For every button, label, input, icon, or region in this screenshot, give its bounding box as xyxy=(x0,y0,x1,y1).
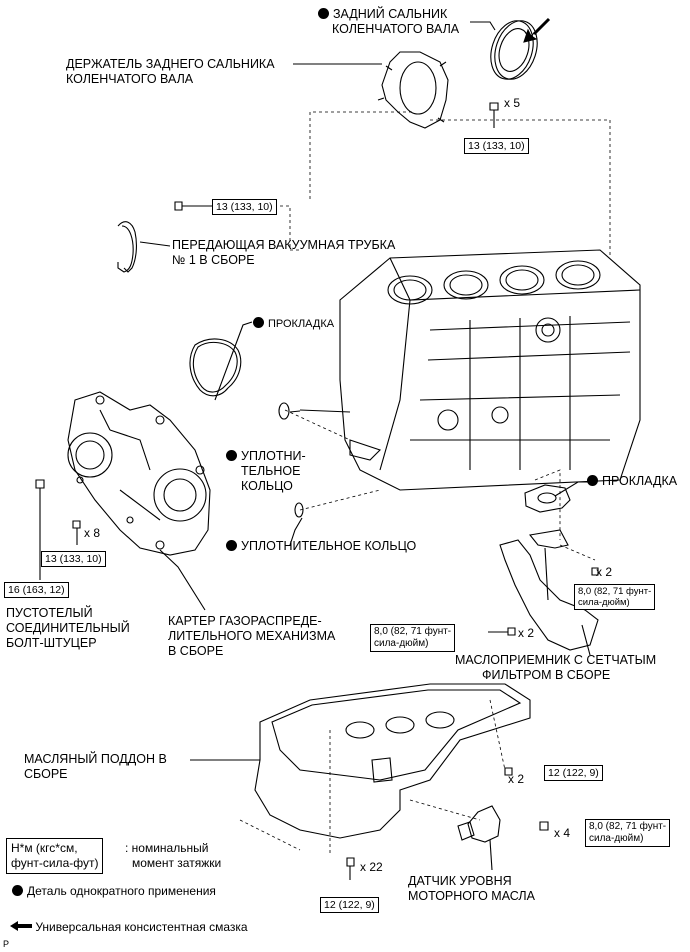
level-sensor-label: ДАТЧИК УРОВНЯ МОТОРНОГО МАСЛА xyxy=(408,874,535,904)
legend-torque-box: Н*м (кгс*см, фунт-сила-фут) xyxy=(6,838,104,874)
assembly-guide-lines xyxy=(196,111,611,855)
torque-box-8-a: 8,0 (82, 71 фунт- сила-дюйм) xyxy=(574,584,656,610)
torque-box-13-c: 13 (133, 10) xyxy=(41,551,106,567)
legend-torque-desc-line2: момент затяжки xyxy=(132,856,222,870)
torque-box-13-b: 13 (133, 10) xyxy=(212,199,277,215)
o-ring-upper xyxy=(278,402,290,420)
qty-x5: x 5 xyxy=(504,96,521,110)
torque-box-8-b: 8,0 (82, 71 фунт- сила-дюйм) xyxy=(370,624,456,652)
oil-pan-label: МАСЛЯНЫЙ ПОДДОН В СБОРЕ xyxy=(24,752,167,782)
non-reusable-dot-icon xyxy=(587,475,598,486)
non-reusable-dot-icon xyxy=(226,540,237,551)
union-bolt-label: ПУСТОТЕЛЫЙ СОЕДИНИТЕЛЬНЫЙ БОЛТ-ШТУЦЕР xyxy=(6,606,130,651)
legend-torque-line1: Н*м (кгс*см, xyxy=(11,841,78,855)
qty-x2-b: x 2 xyxy=(518,626,535,640)
union-bolt-line1: ПУСТОТЕЛЫЙ xyxy=(6,606,93,620)
timing-case-drawing xyxy=(67,391,211,556)
strainer-line2: ФИЛЬТРОМ В СБОРЕ xyxy=(482,668,611,682)
rear-oil-seal-line1: ЗАДНИЙ САЛЬНИК xyxy=(333,7,448,21)
timing-case-line2: ЛИТЕЛЬНОГО МЕХАНИЗМА xyxy=(168,629,336,643)
union-bolt-line2: СОЕДИНИТЕЛЬНЫЙ xyxy=(6,621,130,635)
seal-retainer-label: ДЕРЖАТЕЛЬ ЗАДНЕГО САЛЬНИКА КОЛЕНЧАТОГО В… xyxy=(66,57,275,87)
torque-8-c-line1: 8,0 (82, 71 фунт- xyxy=(589,821,667,832)
torque-box-13-a: 13 (133, 10) xyxy=(464,138,529,154)
rear-oil-seal-label: ЗАДНИЙ САЛЬНИК КОЛЕНЧАТОГО ВАЛА xyxy=(318,7,459,37)
o-ring-long-label: УПЛОТНИТЕЛЬНОЕ КОЛЬЦО xyxy=(226,539,416,554)
torque-8-b-line2: сила-дюйм) xyxy=(374,638,429,649)
timing-case-label: КАРТЕР ГАЗОРАСПРЕДЕ- ЛИТЕЛЬНОГО МЕХАНИЗМ… xyxy=(168,614,335,659)
torque-box-12-b: 12 (122, 9) xyxy=(320,897,379,913)
engine-block-drawing xyxy=(299,249,641,491)
gasket-top-label: ПРОКЛАДКА xyxy=(253,316,334,332)
torque-8-a-line2: сила-дюйм) xyxy=(578,597,630,608)
seal-retainer-line2: КОЛЕНЧАТОГО ВАЛА xyxy=(66,72,194,86)
non-reusable-dot-icon xyxy=(12,885,23,896)
torque-box-12-a: 12 (122, 9) xyxy=(544,765,603,781)
level-sensor-line1: ДАТЧИК УРОВНЯ xyxy=(408,874,512,888)
union-bolt-line3: БОЛТ-ШТУЦЕР xyxy=(6,636,97,650)
bolt-drawing xyxy=(489,102,499,128)
seal-retainer-drawing xyxy=(377,51,449,129)
gasket-top-text: ПРОКЛАДКА xyxy=(268,318,335,330)
seal-retainer-line1: ДЕРЖАТЕЛЬ ЗАДНЕГО САЛЬНИКА xyxy=(66,57,275,71)
legend-torque-desc: : номинальный момент затяжки xyxy=(125,841,221,871)
o-ring-lower xyxy=(294,502,304,518)
oil-pan-line1: МАСЛЯНЫЙ ПОДДОН В xyxy=(24,752,167,766)
qty-x8: x 8 xyxy=(84,526,101,540)
gasket-right-label: ПРОКЛАДКА xyxy=(587,474,677,489)
torque-8-a-line1: 8,0 (82, 71 фунт- xyxy=(578,586,652,597)
qty-x4: x 4 xyxy=(554,826,571,840)
vacuum-pipe-line2: № 1 В СБОРЕ xyxy=(172,253,255,267)
non-reusable-dot-icon xyxy=(253,317,264,328)
oil-pan-line2: СБОРЕ xyxy=(24,767,68,781)
oil-pan-drawing xyxy=(190,683,531,839)
level-sensor-line2: МОТОРНОГО МАСЛА xyxy=(408,889,535,903)
vacuum-pipe-drawing xyxy=(117,201,212,273)
rear-oil-seal-line2: КОЛЕНЧАТОГО ВАЛА xyxy=(332,22,460,36)
qty-x22: x 22 xyxy=(360,860,383,874)
qty-x2-c: x 2 xyxy=(508,772,525,786)
legend-grease: Универсальная консистентная смазка xyxy=(10,920,248,935)
legend-non-reusable-text: Деталь однократного применения xyxy=(27,884,216,898)
strainer-label: МАСЛОПРИЕМНИК С СЕТЧАТЫМ ФИЛЬТРОМ В СБОР… xyxy=(455,653,656,683)
timing-case-line1: КАРТЕР ГАЗОРАСПРЕДЕ- xyxy=(168,614,322,628)
oil-strainer-drawing xyxy=(488,529,599,656)
o-ring-long-text: УПЛОТНИТЕЛЬНОЕ КОЛЬЦО xyxy=(241,539,417,553)
strainer-line1: МАСЛОПРИЕМНИК С СЕТЧАТЫМ xyxy=(455,653,657,667)
torque-box-16: 16 (163, 12) xyxy=(4,582,69,598)
non-reusable-dot-icon xyxy=(226,450,237,461)
legend-torque-line2: фунт-сила-фут) xyxy=(11,856,99,870)
o-ring-line2: ТЕЛЬНОЕ xyxy=(241,464,301,478)
legend-torque-desc-line1: : номинальный xyxy=(125,841,209,855)
qty-x2-a: x 2 xyxy=(596,565,613,579)
legend-non-reusable: Деталь однократного применения xyxy=(12,884,216,899)
footer-mark: P xyxy=(3,939,10,949)
timing-case-line3: В СБОРЕ xyxy=(168,644,224,658)
vacuum-pipe-label: ПЕРЕДАЮЩАЯ ВАКУУМНАЯ ТРУБКА № 1 В СБОРЕ xyxy=(172,238,395,268)
oil-level-sensor-drawing xyxy=(457,805,501,871)
non-reusable-dot-icon xyxy=(318,8,329,19)
vacuum-pipe-line1: ПЕРЕДАЮЩАЯ ВАКУУМНАЯ ТРУБКА xyxy=(172,238,396,252)
grease-arrow-icon xyxy=(10,921,32,931)
legend-grease-text: Универсальная консистентная смазка xyxy=(35,920,248,934)
o-ring-label: УПЛОТНИ- ТЕЛЬНОЕ КОЛЬЦО xyxy=(226,449,306,494)
gasket-top-drawing xyxy=(189,321,253,401)
o-ring-line3: КОЛЬЦО xyxy=(241,479,293,493)
torque-8-c-line2: сила-дюйм) xyxy=(589,833,644,844)
gasket-right-text: ПРОКЛАДКА xyxy=(602,474,678,488)
torque-8-b-line1: 8,0 (82, 71 фунт- xyxy=(374,626,452,637)
o-ring-line1: УПЛОТНИ- xyxy=(241,449,306,463)
torque-box-8-c: 8,0 (82, 71 фунт- сила-дюйм) xyxy=(585,819,671,847)
rear-oil-seal-drawing xyxy=(490,20,538,80)
